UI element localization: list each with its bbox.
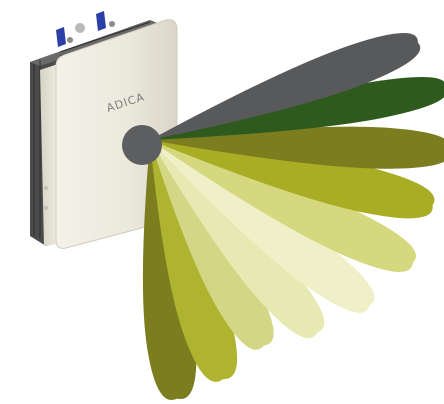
beam-5-lobe <box>150 140 416 273</box>
beam-4-lobe <box>150 140 435 219</box>
beam-7-lobe <box>150 140 325 339</box>
base-station-device: ADICA <box>30 11 178 249</box>
connector-group <box>56 11 115 47</box>
beam-pattern <box>142 33 444 401</box>
beam-8-lobe <box>150 140 274 350</box>
beam-2-lobe <box>150 77 444 140</box>
beam-3-lobe <box>150 126 444 169</box>
beam-6-lobe <box>150 140 375 313</box>
device-side-face <box>40 64 58 246</box>
beam-origin-point <box>122 125 162 165</box>
beam-1-lobe <box>150 33 421 141</box>
